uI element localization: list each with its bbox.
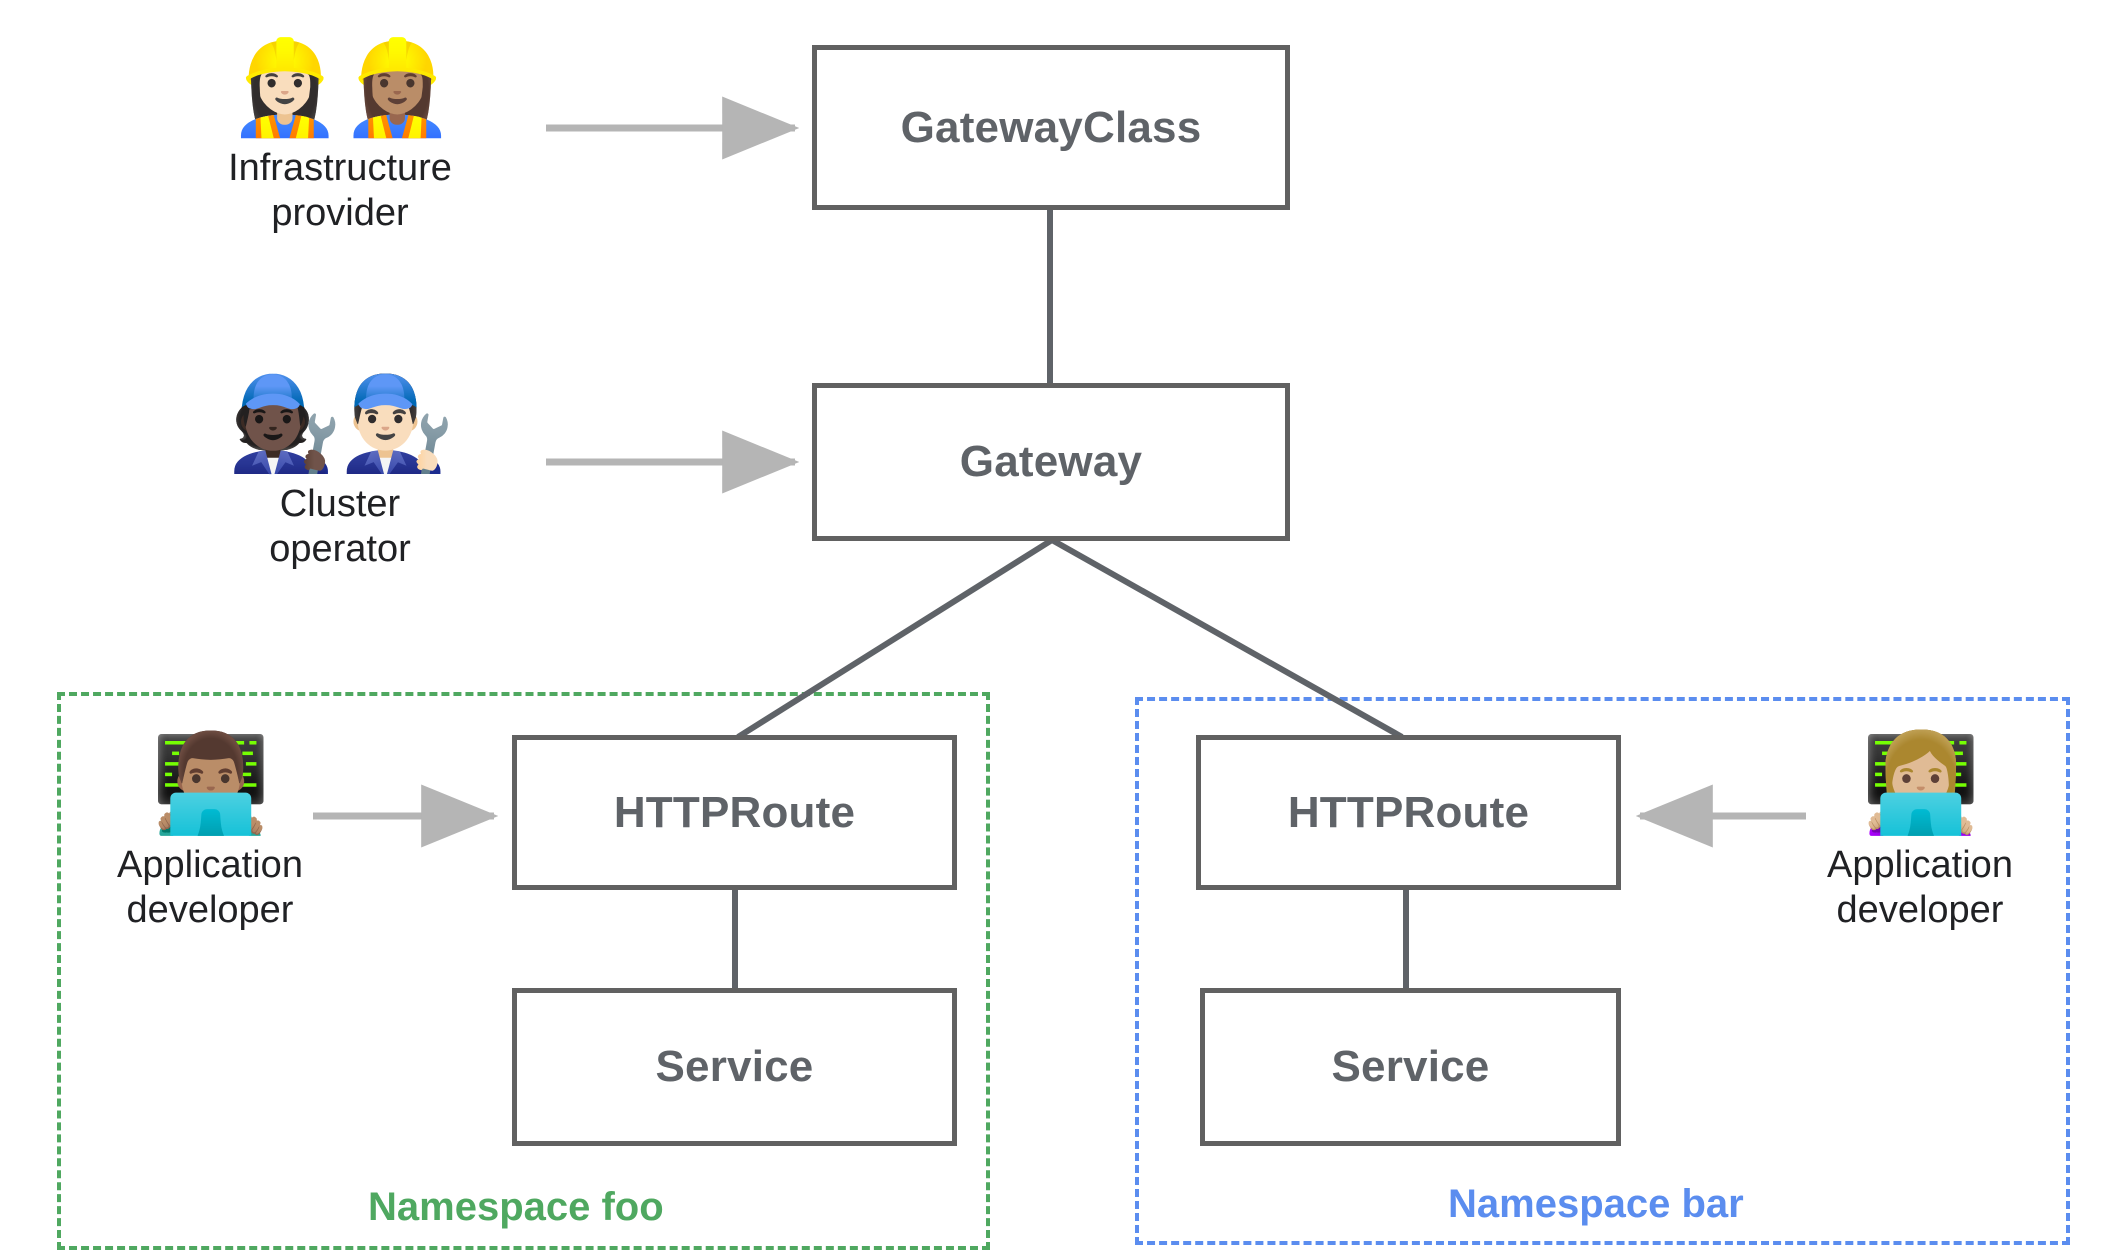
namespace-foo-container (57, 692, 990, 1250)
node-service-bar[interactable]: Service (1200, 988, 1621, 1146)
construction-worker-icon: 👷🏻‍♀️👷🏽‍♀️ (227, 34, 454, 141)
namespace-foo-label: Namespace foo (368, 1185, 664, 1229)
technologist-icon: 👩🏼‍💻 (1861, 727, 1981, 839)
namespace-bar-label: Namespace bar (1448, 1182, 1744, 1226)
persona-cluster-operator: 🧑🏿‍🔧👨🏻‍🔧 Cluster operator (200, 378, 480, 572)
persona-infrastructure-provider: 👷🏻‍♀️👷🏽‍♀️ Infrastructure provider (200, 42, 480, 236)
persona-infrastructure-provider-label: Infrastructure provider (228, 147, 452, 234)
node-service-bar-label: Service (1331, 1042, 1490, 1091)
persona-cluster-operator-label: Cluster operator (269, 483, 411, 570)
node-gateway-label: Gateway (959, 437, 1143, 486)
persona-app-developer-foo-label: Application developer (117, 844, 303, 931)
node-gatewayclass-label: GatewayClass (900, 102, 1202, 152)
node-httproute-foo-label: HTTPRoute (613, 787, 856, 837)
node-httproute-bar[interactable]: HTTPRoute (1196, 735, 1621, 890)
persona-app-developer-bar: 👩🏼‍💻 Application developer (1800, 735, 2040, 933)
technologist-icon: 👨🏽‍💻 (151, 727, 271, 839)
node-gatewayclass[interactable]: GatewayClass (812, 45, 1290, 210)
namespace-bar-container (1135, 697, 2070, 1245)
persona-app-developer-bar-label: Application developer (1827, 844, 2013, 931)
node-httproute-foo[interactable]: HTTPRoute (512, 735, 957, 890)
node-httproute-bar-label: HTTPRoute (1287, 787, 1530, 837)
node-service-foo[interactable]: Service (512, 988, 957, 1146)
mechanic-icon: 🧑🏿‍🔧👨🏻‍🔧 (227, 370, 454, 477)
node-service-foo-label: Service (655, 1042, 814, 1091)
persona-app-developer-foo: 👨🏽‍💻 Application developer (90, 735, 330, 933)
node-gateway[interactable]: Gateway (812, 383, 1290, 541)
